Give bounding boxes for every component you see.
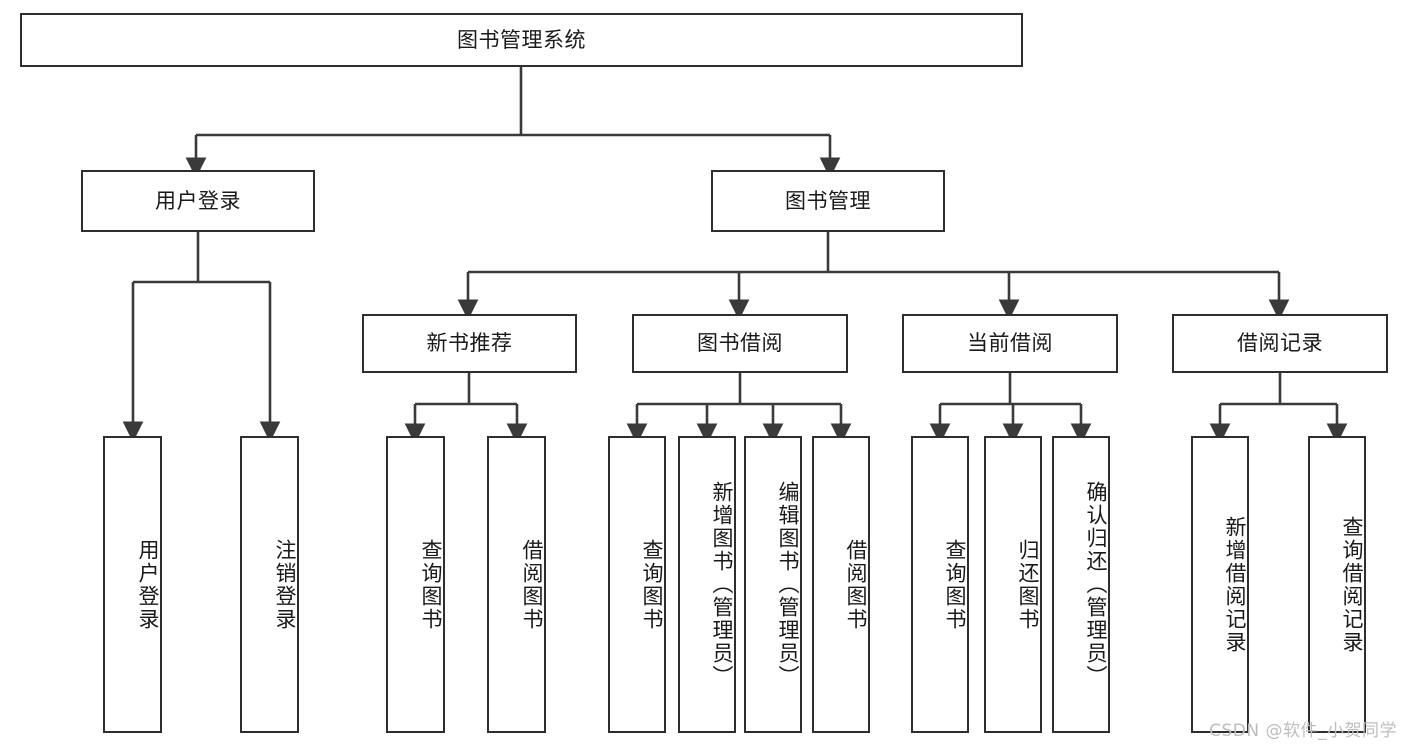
node-leaf-user-logout[interactable]: 注销登录 (240, 436, 299, 733)
node-current-borrow[interactable]: 当前借阅 (902, 314, 1118, 373)
node-label: 借阅图书 (520, 538, 544, 631)
node-leaf-add-book-admin[interactable]: 新增图书（管理员） (678, 436, 736, 733)
node-leaf-add-borrow-record[interactable]: 新增借阅记录 (1191, 436, 1249, 733)
node-label: 图书管理 (785, 188, 871, 213)
node-label: 注销登录 (273, 538, 297, 631)
node-label: 新书推荐 (426, 331, 513, 356)
node-leaf-user-login[interactable]: 用户登录 (103, 436, 162, 733)
node-leaf-borrow-book[interactable]: 借阅图书 (812, 436, 870, 733)
node-label: 用户登录 (136, 538, 160, 631)
node-label: 归还图书 (1016, 538, 1040, 631)
node-root[interactable]: 图书管理系统 (20, 13, 1023, 67)
node-label: 图书借阅 (697, 331, 783, 356)
node-label: 用户登录 (155, 188, 241, 213)
node-leaf-query-book-rec[interactable]: 查询图书 (386, 436, 445, 733)
node-leaf-confirm-return-admin[interactable]: 确认归还（管理员） (1052, 436, 1110, 733)
node-borrow-record[interactable]: 借阅记录 (1172, 314, 1388, 373)
node-leaf-query-book-borrow[interactable]: 查询图书 (608, 436, 666, 733)
node-label: 新增图书（管理员） (710, 481, 734, 688)
node-label: 借阅图书 (844, 538, 868, 631)
node-label: 新增借阅记录 (1223, 515, 1247, 654)
watermark-text: CSDN @软件_小贺同学 (1209, 721, 1397, 741)
node-label: 查询借阅记录 (1340, 515, 1364, 654)
node-leaf-edit-book-admin[interactable]: 编辑图书（管理员） (744, 436, 802, 733)
node-book-borrow[interactable]: 图书借阅 (632, 314, 848, 373)
node-label: 查询图书 (640, 538, 664, 631)
node-leaf-query-book-cur[interactable]: 查询图书 (911, 436, 969, 733)
node-label: 查询图书 (419, 538, 443, 631)
node-user-login[interactable]: 用户登录 (81, 170, 315, 232)
node-label: 当前借阅 (967, 331, 1053, 356)
node-new-book-rec[interactable]: 新书推荐 (362, 314, 577, 373)
node-label: 借阅记录 (1237, 331, 1323, 356)
node-book-manage[interactable]: 图书管理 (711, 170, 945, 232)
node-label: 查询图书 (943, 538, 967, 631)
node-leaf-query-borrow-record[interactable]: 查询借阅记录 (1308, 436, 1366, 733)
node-label: 编辑图书（管理员） (776, 481, 800, 688)
node-label: 确认归还（管理员） (1084, 481, 1108, 688)
node-leaf-return-book[interactable]: 归还图书 (984, 436, 1042, 733)
node-label: 图书管理系统 (457, 27, 586, 52)
node-leaf-borrow-book-rec[interactable]: 借阅图书 (487, 436, 546, 733)
